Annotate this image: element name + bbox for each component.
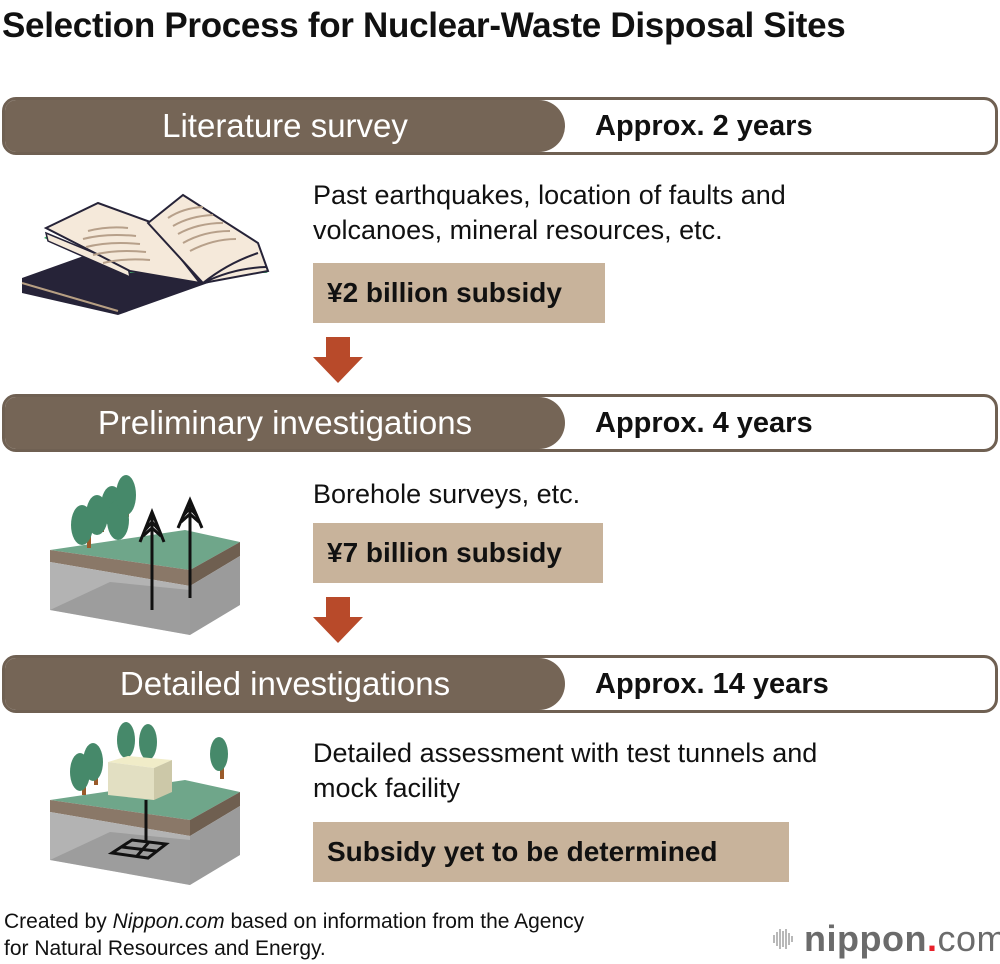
down-arrow-icon — [313, 597, 363, 643]
borehole-ground-icon — [50, 475, 240, 635]
stage-description: Past earthquakes, location of faults and… — [313, 178, 786, 248]
stage-duration: Approx. 4 years — [595, 406, 813, 439]
credit-line-2: for Natural Resources and Energy. — [4, 937, 326, 960]
subsidy-badge: ¥2 billion subsidy — [313, 263, 605, 323]
subsidy-badge: Subsidy yet to be determined — [313, 822, 789, 882]
credit-prefix: Created by — [4, 910, 113, 933]
page-title: Selection Process for Nuclear-Waste Disp… — [2, 6, 846, 45]
stage-name: Detailed investigations — [5, 658, 565, 710]
description-line: Borehole surveys, etc. — [313, 479, 581, 509]
logo-wordmark: nippon — [804, 918, 927, 959]
stage-description: Detailed assessment with test tunnels an… — [313, 736, 817, 806]
stage-bar-detailed-investigations: Detailed investigations Approx. 14 years — [2, 655, 998, 713]
description-line: volcanoes, mineral resources, etc. — [313, 215, 723, 245]
nippon-logo: nippon.com — [772, 918, 1000, 960]
description-line: Detailed assessment with test tunnels an… — [313, 738, 818, 768]
stage-name: Preliminary investigations — [5, 397, 565, 449]
subsidy-badge: ¥7 billion subsidy — [313, 523, 603, 583]
stage-name: Literature survey — [5, 100, 565, 152]
down-arrow-icon — [313, 337, 363, 383]
logo-tld: com — [937, 918, 1000, 959]
stage-duration: Approx. 14 years — [595, 667, 829, 700]
soundwave-logo-icon — [773, 929, 793, 949]
description-line: mock facility — [313, 773, 461, 803]
open-book-icon — [21, 193, 270, 315]
credit-source: Nippon.com — [112, 910, 225, 933]
description-line: Past earthquakes, location of faults and — [313, 180, 786, 210]
source-credit: Created by Nippon.com based on informati… — [4, 908, 584, 962]
stage-bar-preliminary-investigations: Preliminary investigations Approx. 4 yea… — [2, 394, 998, 452]
stage-duration: Approx. 2 years — [595, 109, 813, 142]
stage-description: Borehole surveys, etc. — [313, 477, 580, 512]
credit-suffix: based on information from the Agency — [224, 910, 585, 933]
test-tunnel-facility-icon — [50, 722, 240, 885]
logo-dot: . — [926, 918, 938, 959]
stage-bar-literature-survey: Literature survey Approx. 2 years — [2, 97, 998, 155]
